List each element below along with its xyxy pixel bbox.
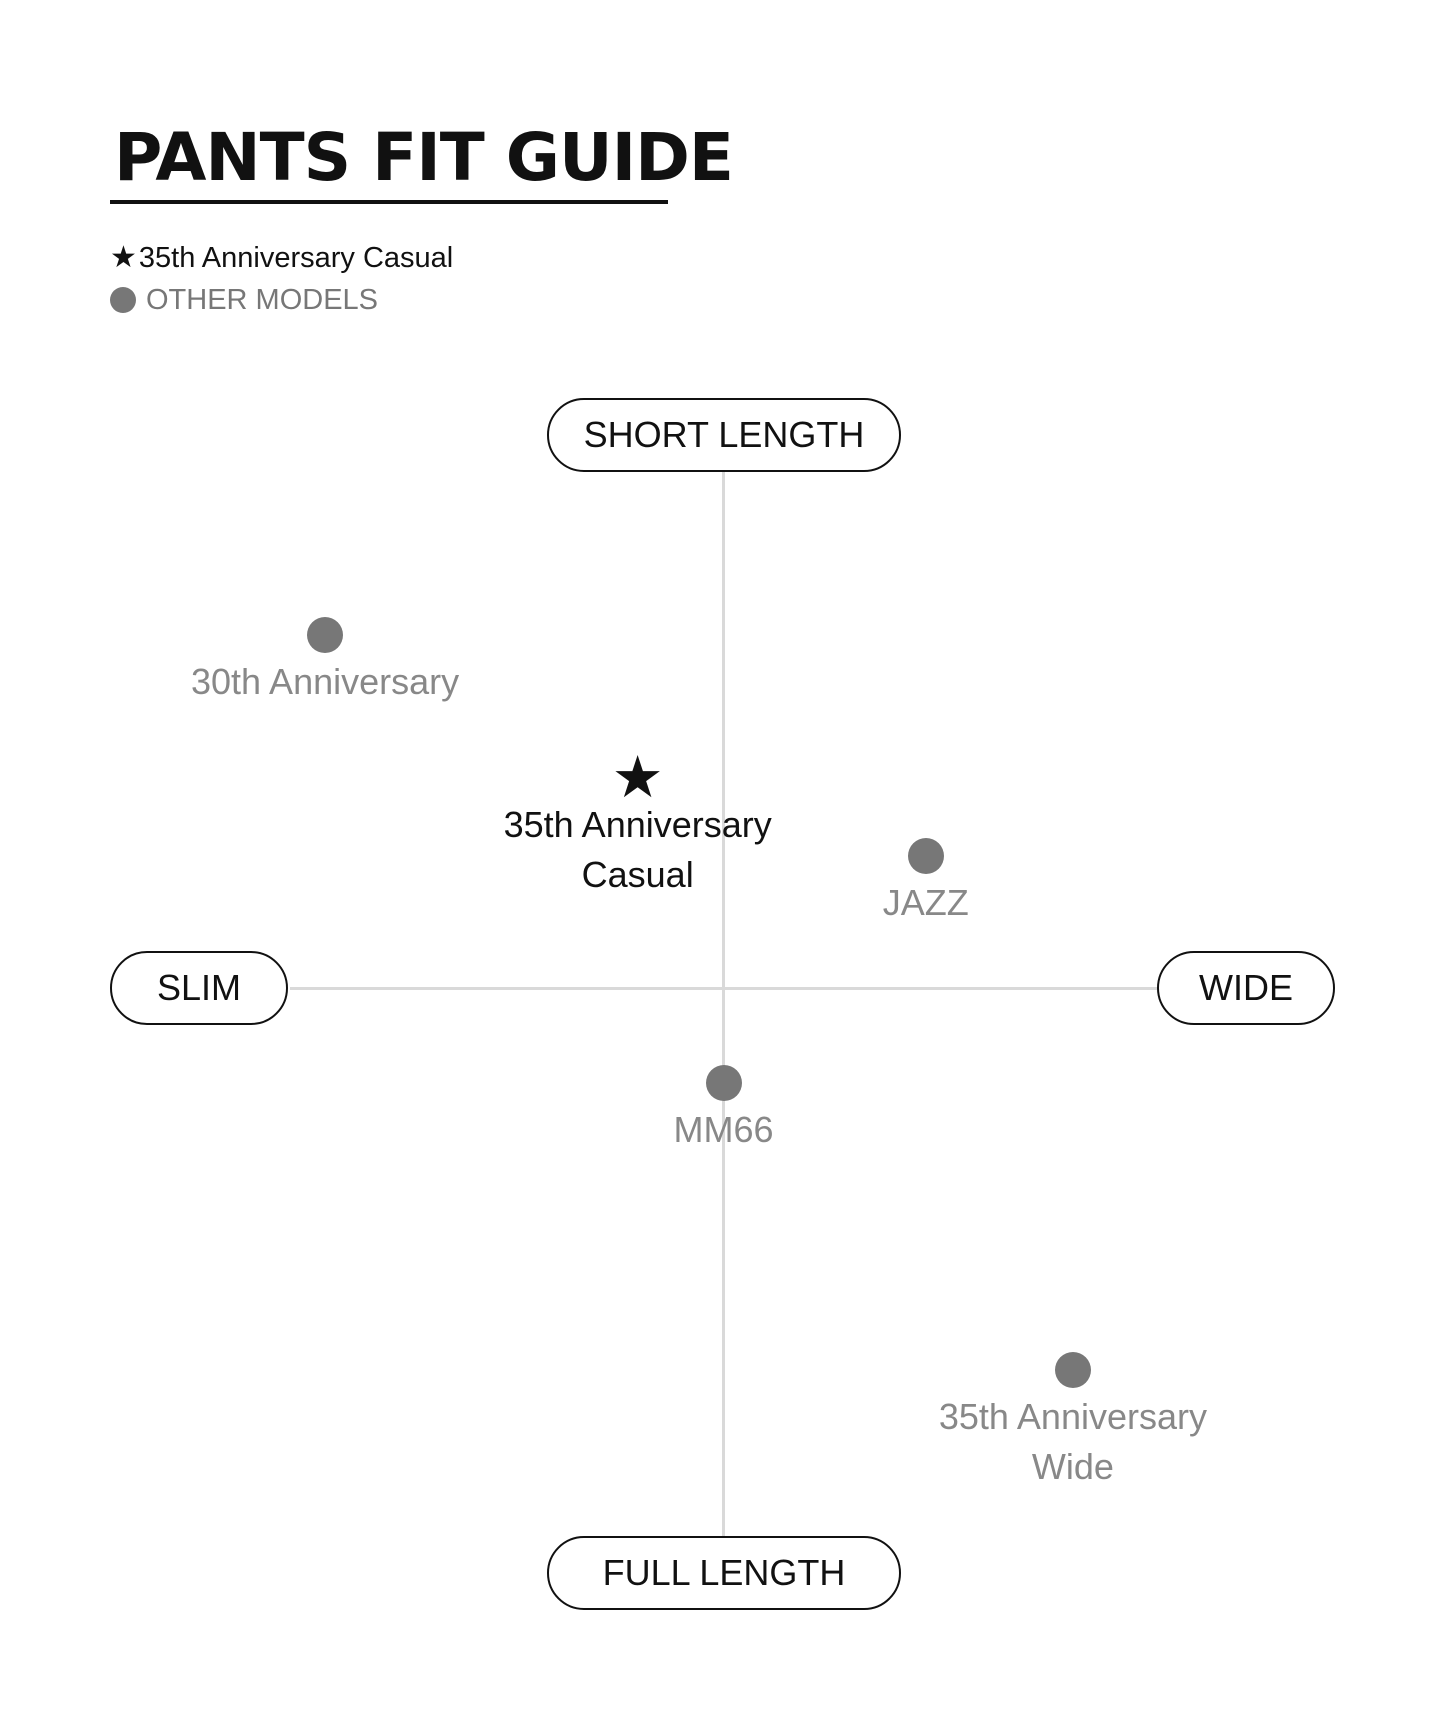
dot-icon <box>110 287 136 313</box>
legend-others-label: OTHER MODELS <box>146 284 379 316</box>
horizontal-axis <box>290 987 1160 990</box>
legend-others: OTHER MODELS <box>110 282 378 318</box>
featured-point-star-icon: ★ <box>611 745 664 811</box>
axis-label-short-length: SHORT LENGTH <box>547 398 901 472</box>
model-point-dot <box>1054 1352 1091 1389</box>
point-label: 35th Anniversary Wide <box>938 1396 1207 1488</box>
axis-label-full-length: FULL LENGTH <box>547 1536 901 1610</box>
model-point-dot <box>307 616 344 653</box>
page-title: PANTS FIT GUIDE <box>114 119 734 196</box>
legend-featured-label: 35th Anniversary Casual <box>138 242 454 274</box>
point-label: 30th Anniversary <box>190 660 460 702</box>
model-point-dot <box>705 1064 742 1101</box>
vertical-axis <box>722 470 725 1538</box>
star-icon: ★ <box>110 241 137 274</box>
model-point-dot <box>907 837 944 874</box>
axis-label-wide: WIDE <box>1157 951 1335 1025</box>
point-label: 35th Anniversary Casual <box>503 804 772 896</box>
point-label: MM66 <box>673 1108 774 1150</box>
axis-label-slim: SLIM <box>110 951 288 1025</box>
point-label: JAZZ <box>882 881 969 923</box>
title-underline <box>110 200 668 204</box>
legend-featured: ★ 35th Anniversary Casual <box>110 240 453 276</box>
